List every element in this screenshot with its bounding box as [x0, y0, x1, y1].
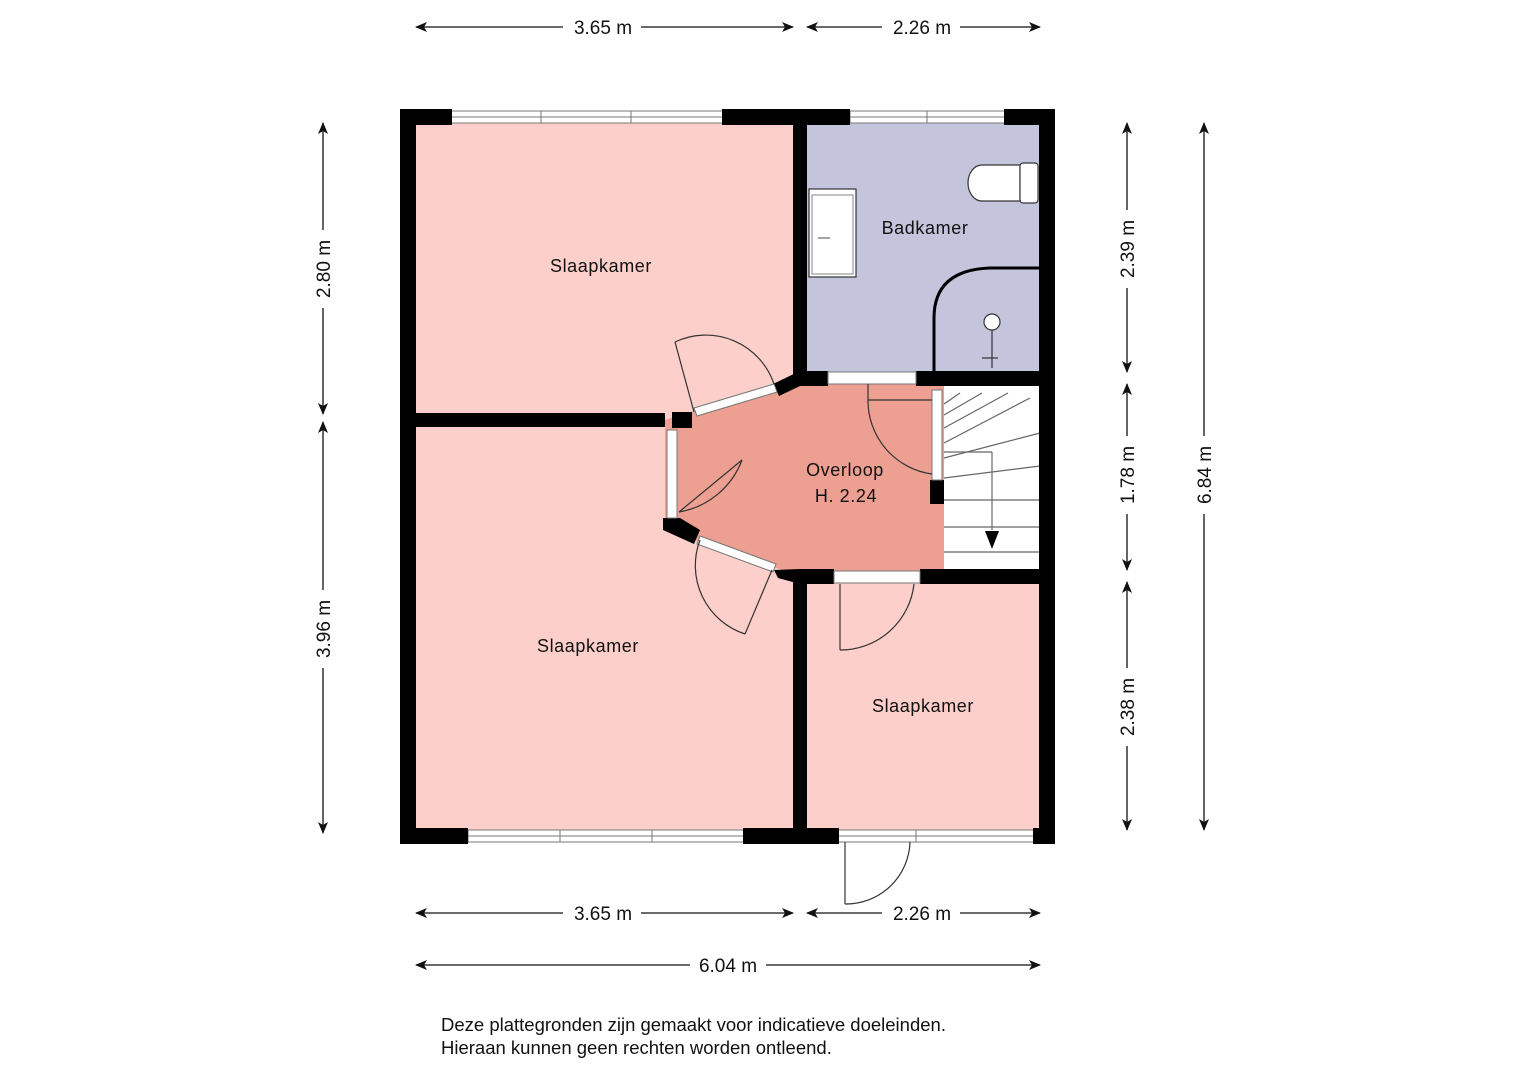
dim-label-top-left: 3.65 m: [574, 18, 632, 39]
disclaimer-line-2: Hieraan kunnen geen rechten worden ontle…: [441, 1037, 832, 1058]
room-label-bedroom-top: Slaapkamer: [550, 256, 652, 276]
toilet-icon: [967, 162, 1039, 204]
room-height-landing: H. 2.24: [815, 486, 877, 506]
staircase: [943, 392, 1041, 553]
dim-label-left-lower: 3.96 m: [314, 600, 335, 658]
dim-label-top-right: 2.26 m: [893, 18, 951, 39]
stairwell-floor: [944, 385, 1047, 576]
room-label-bathroom: Badkamer: [882, 218, 969, 238]
stairs-direction-arrow-icon: [985, 531, 999, 549]
dim-label-left-upper: 2.80 m: [314, 240, 335, 298]
room-label-bedroom-bottom-left: Slaapkamer: [537, 636, 639, 656]
dim-label-bottom-right: 2.26 m: [893, 904, 951, 925]
room-label-landing: Overloop: [806, 460, 884, 480]
bedroom-top-floor: [409, 117, 800, 420]
sink-icon: [808, 188, 857, 278]
dim-label-right-middle: 1.78 m: [1118, 446, 1139, 504]
disclaimer-line-1: Deze plattegronden zijn gemaakt voor ind…: [441, 1014, 946, 1035]
dim-label-right-total: 6.84 m: [1195, 446, 1216, 504]
landing-floor: [665, 378, 944, 576]
bedroom-bottom-right-floor: [800, 576, 1047, 836]
dim-label-bottom-total: 6.04 m: [699, 956, 757, 977]
door-frames: [666, 371, 943, 584]
walls: [400, 109, 1055, 844]
room-label-bedroom-bottom-right: Slaapkamer: [872, 696, 974, 716]
shower-icon: [932, 266, 1040, 372]
door-swings: [674, 334, 933, 905]
dim-label-bottom-left: 3.65 m: [574, 904, 632, 925]
dim-label-right-lower: 2.38 m: [1118, 678, 1139, 736]
bathroom-fixtures: [808, 162, 1040, 372]
dim-label-right-upper: 2.39 m: [1118, 220, 1139, 278]
disclaimer: Deze plattegronden zijn gemaakt voor ind…: [441, 1013, 946, 1059]
